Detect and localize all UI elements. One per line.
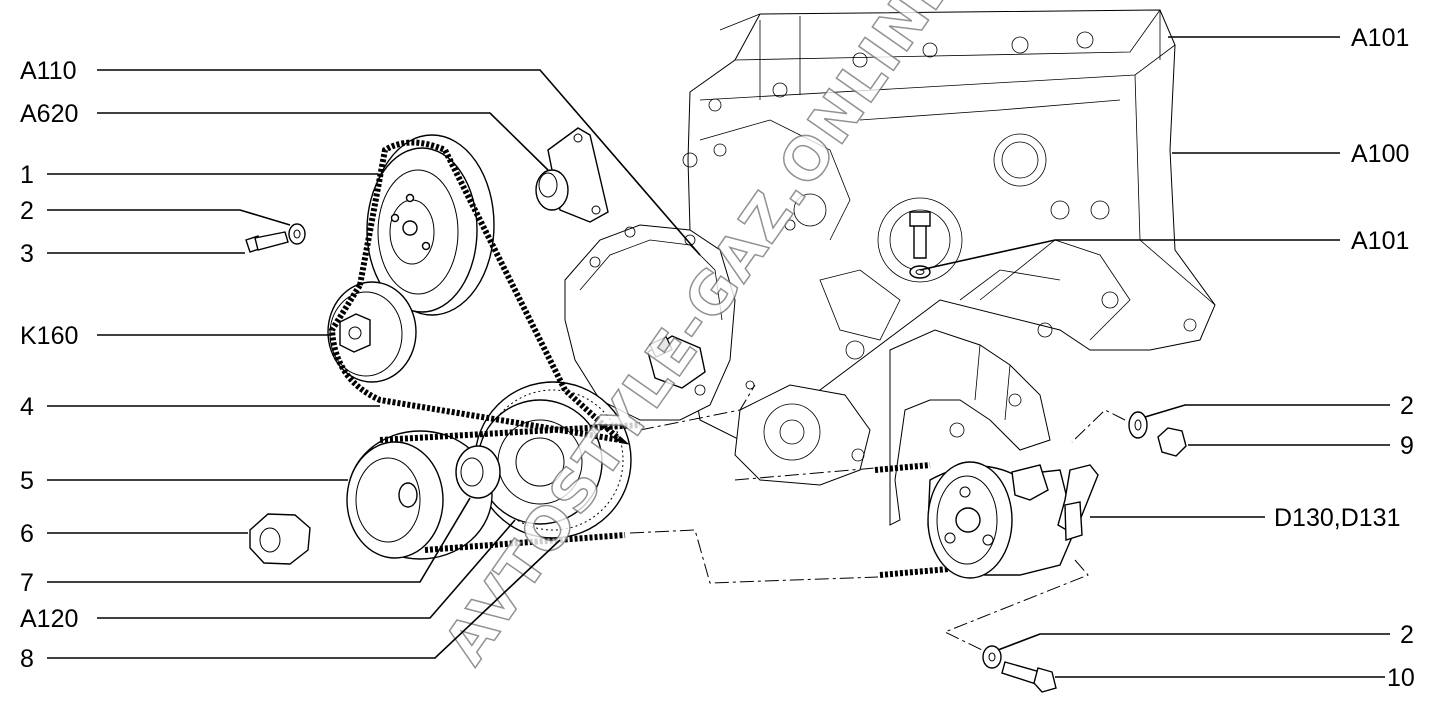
leader-lines bbox=[47, 36, 1390, 678]
callout-k160: K160 bbox=[20, 322, 78, 350]
callout-a101-top: A101 bbox=[1351, 24, 1409, 52]
crankshaft-pulley bbox=[346, 430, 493, 560]
callout-5: 5 bbox=[20, 467, 34, 495]
callout-8: 8 bbox=[20, 645, 34, 673]
callout-2: 2 bbox=[20, 197, 34, 225]
spacer-bushing bbox=[455, 445, 501, 499]
hex-nut bbox=[249, 513, 311, 565]
washer-and-bolt-upper bbox=[245, 223, 306, 253]
callout-a620: A620 bbox=[20, 100, 78, 128]
assembly-line-pump-nut bbox=[1071, 409, 1126, 443]
callout-a100: A100 bbox=[1351, 140, 1409, 168]
callout-a101-mid: A101 bbox=[1351, 227, 1409, 255]
callout-6: 6 bbox=[20, 520, 34, 548]
callout-a120: A120 bbox=[20, 605, 78, 633]
callout-2-lower: 2 bbox=[1400, 621, 1414, 649]
pulley-assembly bbox=[245, 127, 1187, 693]
assembly-line-lower-belt bbox=[629, 529, 879, 584]
callout-7: 7 bbox=[20, 569, 34, 597]
assembly-line-pump-bolt bbox=[943, 559, 1089, 651]
washer-and-nut-right bbox=[1128, 411, 1187, 457]
callout-4: 4 bbox=[20, 393, 34, 421]
callout-10: 10 bbox=[1387, 664, 1415, 692]
callout-a110: A110 bbox=[20, 57, 77, 85]
engine-block-drawing bbox=[564, 9, 1216, 526]
callout-3: 3 bbox=[20, 240, 34, 268]
power-steering-pump bbox=[927, 461, 1099, 579]
drive-belt-lower bbox=[379, 422, 641, 553]
water-pump-pulley bbox=[366, 134, 495, 316]
callout-d130-d131: D130,D131 bbox=[1274, 504, 1400, 532]
water-pump-housing bbox=[535, 127, 609, 223]
callout-2-upper: 2 bbox=[1400, 392, 1414, 420]
callout-labels-left: A110 A620 1 2 3 K160 4 5 6 7 A120 8 bbox=[20, 57, 78, 673]
washer-and-bolt-lower bbox=[982, 645, 1057, 693]
callout-labels-right: A101 A100 A101 2 9 D130,D131 2 10 bbox=[1274, 24, 1415, 692]
callout-9: 9 bbox=[1400, 432, 1414, 460]
assembly-line-timing bbox=[639, 384, 876, 481]
drive-belt-upper bbox=[328, 139, 630, 445]
callout-1: 1 bbox=[20, 161, 34, 189]
